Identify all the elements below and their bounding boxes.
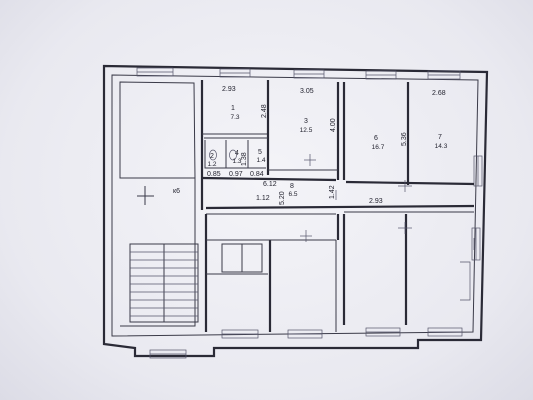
room-5-label: 5 1.4 — [256, 149, 265, 164]
dim-small-depth: 1.42 — [329, 185, 336, 199]
dim-room1-depth: 2.48 — [261, 104, 268, 118]
dim-room3-depth: 4.00 — [330, 118, 337, 132]
dim-corridor-right: 2.93 — [369, 198, 383, 205]
dimension-labels: 2.93 3.05 2.68 2.48 4.00 5.36 6.12 2.93 … — [207, 86, 446, 205]
windows-top — [136, 67, 461, 80]
toilet-icon — [209, 149, 237, 161]
svg-text:3: 3 — [304, 118, 308, 125]
room-labels: 1 7.3 3 12.5 6 16.7 7 14.3 2 1.2 4 1.3 5… — [173, 105, 448, 198]
svg-text:7: 7 — [438, 134, 442, 141]
room-4-label: 4 1.3 — [232, 150, 241, 165]
outer-wall — [102, 64, 489, 358]
svg-text:5: 5 — [258, 149, 262, 156]
dim-wc1-width: 0.85 — [207, 171, 221, 178]
svg-text:8: 8 — [290, 183, 294, 190]
windows-right — [471, 155, 483, 261]
inner-outline — [111, 74, 479, 337]
svg-text:16.7: 16.7 — [372, 144, 385, 151]
dim-top-right: 2.68 — [432, 90, 446, 97]
dim-corridor-small: 1.12 — [256, 195, 270, 202]
dim-room8-depth: 5.36 — [401, 132, 408, 146]
svg-text:2: 2 — [210, 153, 214, 160]
dim-top-left: 2.93 — [222, 86, 236, 93]
svg-text:1.2: 1.2 — [207, 161, 216, 168]
dim-top-mid: 3.05 — [300, 88, 314, 95]
room-6-label: 6 16.7 — [372, 135, 385, 151]
stair-label: к6 — [173, 188, 180, 195]
room-7-label: 7 14.3 — [435, 134, 448, 150]
svg-text:4: 4 — [235, 150, 239, 157]
room-2-label: 2 1.2 — [207, 153, 216, 168]
stairwell — [119, 81, 199, 327]
dim-wc3-width: 0.84 — [250, 171, 264, 178]
svg-text:1.3: 1.3 — [232, 158, 241, 165]
dim-corridor-depth: 5.20 — [279, 191, 286, 205]
svg-text:6.5: 6.5 — [288, 191, 297, 198]
svg-text:14.3: 14.3 — [435, 143, 448, 150]
dim-wc-depth: 1.38 — [241, 152, 248, 166]
room-3-label: 3 12.5 — [300, 118, 313, 134]
windows-bottom — [149, 327, 463, 359]
svg-text:6: 6 — [374, 135, 378, 142]
svg-text:7.3: 7.3 — [230, 114, 239, 121]
door-marks — [300, 154, 475, 301]
room-8-label: 8 6.5 — [288, 183, 297, 198]
partition-walls — [200, 80, 475, 332]
dim-corridor-length: 6.12 — [263, 181, 277, 188]
room-1-label: 1 7.3 — [230, 105, 239, 121]
dim-wc2-width: 0.97 — [229, 171, 243, 178]
svg-text:12.5: 12.5 — [300, 127, 313, 134]
svg-text:1: 1 — [231, 105, 235, 112]
svg-text:1.4: 1.4 — [256, 157, 265, 164]
